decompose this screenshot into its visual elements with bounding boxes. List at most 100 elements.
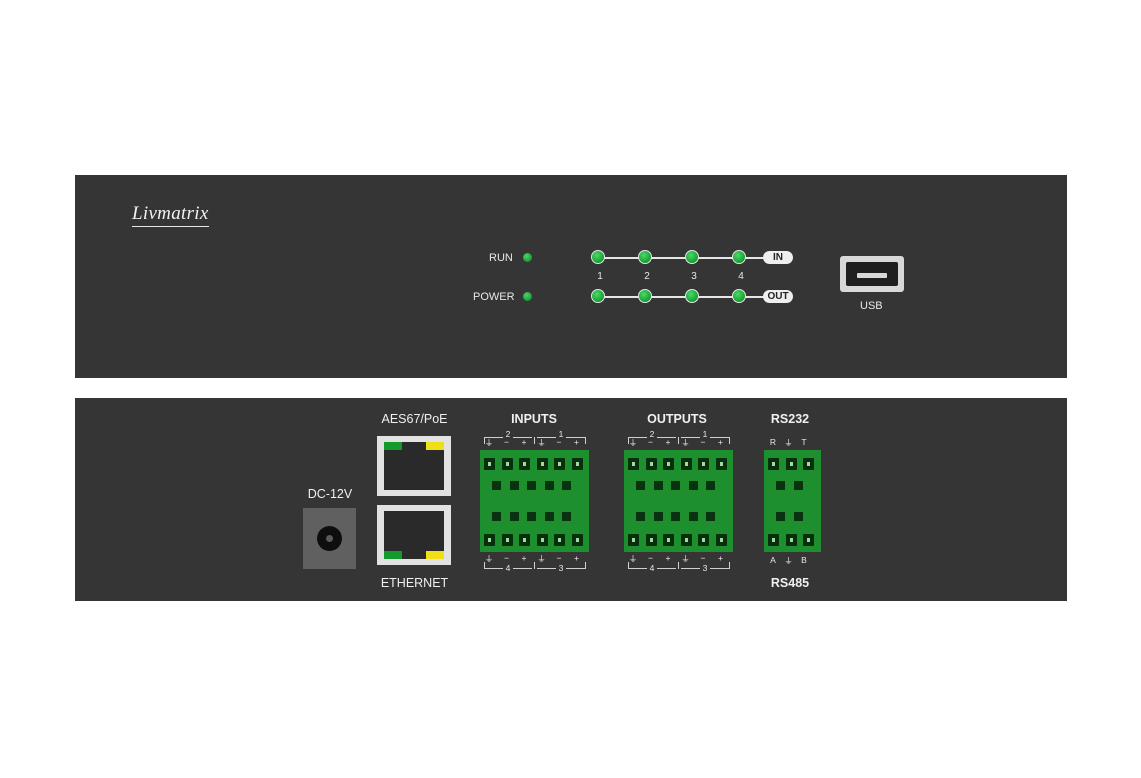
inputs-label: INPUTS bbox=[511, 412, 557, 426]
outputs-pin-label: ⏚ bbox=[681, 554, 690, 564]
serial-latch bbox=[793, 512, 803, 521]
in-led-4 bbox=[732, 250, 746, 264]
rs232-pin-label: R bbox=[769, 437, 777, 447]
serial-pin-top bbox=[768, 458, 779, 470]
channel-number: 3 bbox=[691, 271, 697, 282]
ethernet-port[interactable] bbox=[377, 505, 451, 565]
outputs-pin-label: − bbox=[700, 437, 706, 447]
inputs-pin-bottom bbox=[519, 534, 530, 546]
outputs-latch bbox=[688, 481, 698, 490]
inputs-pin-label: + bbox=[521, 437, 527, 447]
inputs-pin-label: − bbox=[556, 553, 562, 563]
serial-pin-bottom bbox=[768, 534, 779, 546]
outputs-bracket-tick bbox=[628, 437, 629, 444]
inputs-pin-label: ⏚ bbox=[537, 438, 546, 448]
outputs-pin-label: + bbox=[718, 553, 723, 563]
outputs-latch bbox=[636, 481, 645, 490]
inputs-group-number: 4 bbox=[503, 563, 513, 573]
inputs-latch bbox=[492, 512, 501, 521]
in-led-line bbox=[597, 257, 772, 259]
rear-panel: DC-12V AES67/PoE ETHERNET INPUTS OUTPUTS… bbox=[75, 398, 1067, 601]
inputs-bracket-tick bbox=[484, 437, 485, 444]
inputs-pin-label: − bbox=[504, 553, 509, 563]
aes67-poe-port[interactable] bbox=[377, 436, 451, 496]
in-badge: IN bbox=[763, 251, 793, 264]
outputs-bracket-tick bbox=[729, 437, 730, 444]
outputs-latch bbox=[671, 481, 680, 490]
inputs-group-number: 3 bbox=[556, 563, 566, 573]
rs232-pin-label: ⏚ bbox=[784, 438, 793, 448]
rs232-pin-label: T bbox=[801, 437, 807, 447]
outputs-latch bbox=[671, 512, 680, 521]
inputs-pin-bottom bbox=[554, 534, 565, 546]
inputs-latch bbox=[544, 512, 554, 521]
inputs-latch bbox=[509, 481, 519, 490]
usb-port[interactable] bbox=[840, 256, 904, 292]
outputs-pin-bottom bbox=[645, 534, 657, 546]
out-led-2 bbox=[638, 289, 652, 303]
serial-latch bbox=[793, 481, 803, 490]
inputs-bracket-tick bbox=[484, 562, 485, 569]
run-led bbox=[523, 253, 532, 262]
outputs-latch bbox=[653, 481, 663, 490]
inputs-pin-label: ⏚ bbox=[484, 554, 494, 564]
inputs-pin-label: − bbox=[556, 437, 562, 447]
power-label: POWER bbox=[473, 291, 515, 303]
serial-pin-top bbox=[803, 458, 814, 470]
channel-number: 1 bbox=[597, 271, 603, 282]
inputs-pin-top bbox=[536, 458, 548, 470]
inputs-latch bbox=[562, 512, 571, 521]
outputs-pin-top bbox=[680, 458, 692, 470]
dc-power-jack[interactable] bbox=[303, 508, 356, 569]
outputs-block bbox=[624, 450, 733, 552]
outputs-pin-label: ⏚ bbox=[628, 554, 638, 564]
out-badge: OUT bbox=[763, 290, 793, 303]
serial-latch bbox=[776, 512, 785, 521]
front-panel: Livmatrix RUN POWER IN 1 2 3 4 OUT USB bbox=[75, 175, 1067, 378]
out-led-1 bbox=[591, 289, 605, 303]
inputs-pin-label: ⏚ bbox=[537, 554, 546, 564]
inputs-pin-bottom bbox=[501, 534, 513, 546]
outputs-pin-label: + bbox=[665, 437, 671, 447]
power-led bbox=[523, 292, 532, 301]
inputs-bracket-tick bbox=[534, 562, 535, 569]
outputs-pin-bottom bbox=[663, 534, 674, 546]
serial-latch bbox=[776, 481, 785, 490]
serial-pin-bottom bbox=[785, 534, 797, 546]
rs485-label: RS485 bbox=[770, 576, 810, 590]
serial-pin-bottom bbox=[803, 534, 814, 546]
outputs-pin-bottom bbox=[680, 534, 692, 546]
outputs-pin-label: − bbox=[648, 553, 653, 563]
inputs-pin-bottom bbox=[571, 534, 583, 546]
rs485-pin-label: B bbox=[801, 555, 807, 565]
serial-pin-top bbox=[785, 458, 797, 470]
channel-number: 4 bbox=[738, 271, 744, 282]
inputs-pin-top bbox=[554, 458, 565, 470]
inputs-pin-label: ⏚ bbox=[484, 438, 494, 448]
outputs-group-number: 1 bbox=[700, 429, 710, 439]
inputs-pin-label: − bbox=[504, 437, 509, 447]
outputs-pin-bottom bbox=[715, 534, 727, 546]
channel-number: 2 bbox=[644, 271, 650, 282]
inputs-latch bbox=[562, 481, 571, 490]
outputs-pin-bottom bbox=[628, 534, 639, 546]
inputs-pin-top bbox=[501, 458, 513, 470]
inputs-latch bbox=[527, 481, 536, 490]
rs485-pin-label: A bbox=[770, 555, 776, 565]
outputs-pin-label: − bbox=[648, 437, 653, 447]
inputs-latch bbox=[527, 512, 536, 521]
outputs-group-number: 3 bbox=[700, 563, 710, 573]
run-label: RUN bbox=[489, 252, 513, 264]
outputs-pin-bottom bbox=[698, 534, 709, 546]
usb-port-opening bbox=[846, 262, 898, 286]
inputs-pin-label: + bbox=[574, 437, 579, 447]
inputs-latch bbox=[509, 512, 519, 521]
outputs-bracket-tick bbox=[729, 562, 730, 569]
out-led-line bbox=[597, 296, 772, 298]
in-led-1 bbox=[591, 250, 605, 264]
outputs-latch bbox=[653, 512, 663, 521]
outputs-pin-top bbox=[628, 458, 639, 470]
outputs-group-number: 4 bbox=[647, 563, 657, 573]
outputs-pin-label: + bbox=[718, 437, 723, 447]
outputs-pin-label: ⏚ bbox=[628, 438, 638, 448]
